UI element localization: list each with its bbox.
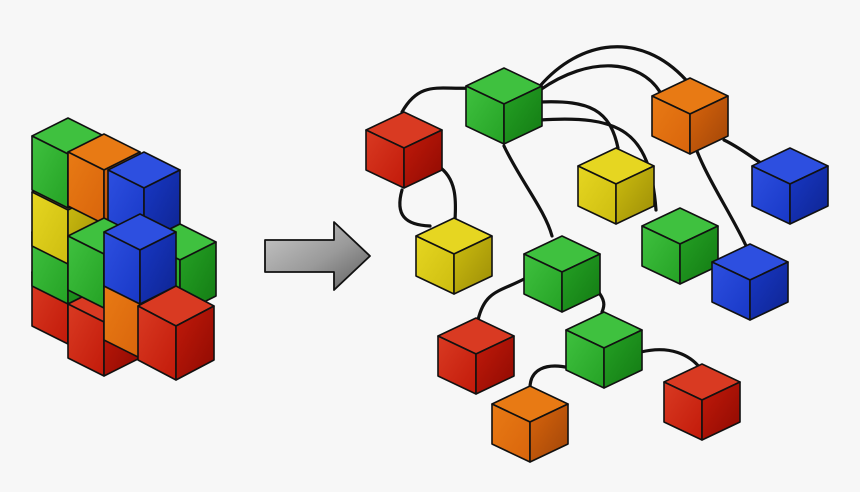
cube-right-face <box>453 235 493 295</box>
cube-right-face <box>403 129 443 189</box>
arrow-shape <box>264 221 371 291</box>
graph-link <box>538 45 688 88</box>
graph-node-cube <box>641 207 719 285</box>
cube-right-face <box>503 85 543 145</box>
graph-node-cube <box>465 67 543 145</box>
right-arrow-icon <box>264 221 371 291</box>
cube-right-face <box>603 329 643 389</box>
cube-right-face <box>679 225 719 285</box>
cube-stack <box>31 117 217 381</box>
graph-node-cube <box>437 317 515 395</box>
cube-right-face <box>139 231 177 305</box>
cube-right-face <box>789 165 829 225</box>
graph-node-cube <box>577 147 655 225</box>
cube-right-face <box>701 381 741 441</box>
graph-link <box>476 276 528 322</box>
graph-link <box>538 100 620 150</box>
graph-link <box>528 364 572 390</box>
graph-link <box>398 188 432 228</box>
graph-node-cube <box>565 311 643 389</box>
graph-node-cube <box>651 77 729 155</box>
cube-right-face <box>561 253 601 313</box>
graph-nodes <box>365 67 829 463</box>
cube-right-face <box>529 403 569 463</box>
graph-link <box>639 348 702 370</box>
cube-right-face <box>749 261 789 321</box>
stack-cube <box>103 213 177 305</box>
graph-node-cube <box>663 363 741 441</box>
graph-node-cube <box>711 243 789 321</box>
cube-right-face <box>689 95 729 155</box>
graph-link <box>538 64 662 94</box>
graph-node-cube <box>365 111 443 189</box>
graph-node-cube <box>491 385 569 463</box>
cube-right-face <box>175 305 215 381</box>
cube-right-face <box>615 165 655 225</box>
graph-links <box>398 45 780 390</box>
cube-right-face <box>475 335 515 395</box>
graph-node-cube <box>523 235 601 313</box>
graph-link <box>502 144 554 238</box>
graph-node-cube <box>751 147 829 225</box>
graph-link <box>400 86 472 114</box>
graph-node-cube <box>415 217 493 295</box>
stack-cube <box>137 285 215 381</box>
